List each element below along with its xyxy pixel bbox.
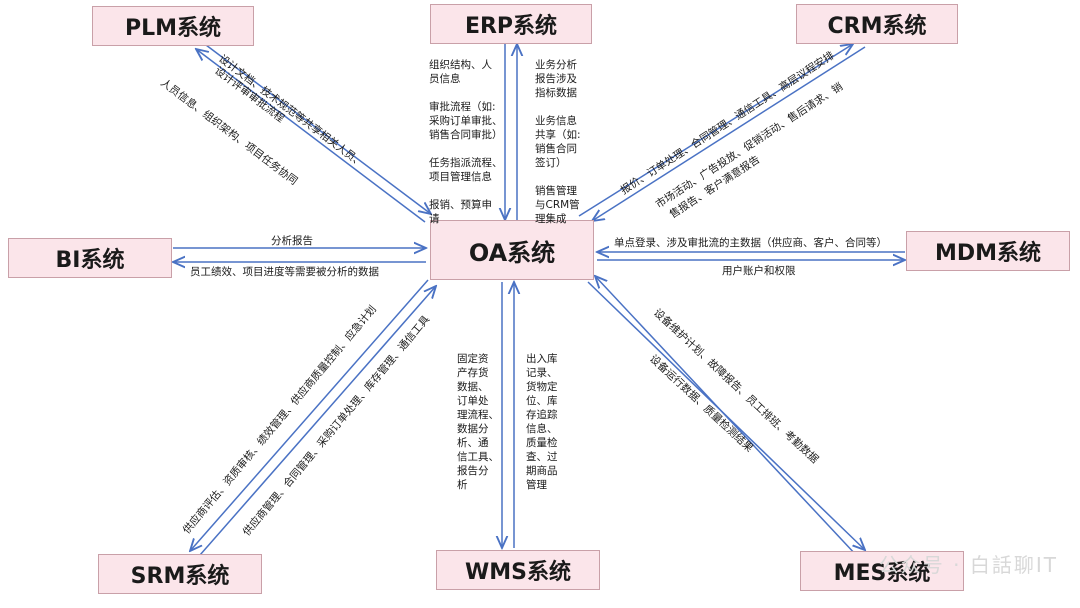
edge-srm-to-oa <box>199 286 436 556</box>
edge-oa-to-srm <box>190 279 429 551</box>
label-bi-report: 分析报告 <box>271 235 313 247</box>
node-mes: MES系统 <box>800 551 964 591</box>
label-mdm-users: 用户账户和权限 <box>722 265 796 277</box>
label-wms-left: 固定资 产存货 数据、 订单处 理流程、 数据分 析、通 信工具、 报告分 析 <box>457 353 499 491</box>
node-erp: ERP系统 <box>430 4 592 44</box>
node-wms: WMS系统 <box>436 550 600 590</box>
watermark: 公众号 · 白話聊IT <box>878 553 1058 577</box>
edge-plm-to-oa <box>205 44 431 214</box>
node-bi: BI系统 <box>8 238 172 278</box>
label-erp-left: 组织结构、人 员信息 审批流程（如: 采购订单审批、 销售合同审批） 任务指派流… <box>429 59 503 225</box>
edge-oa-to-crm <box>578 44 853 217</box>
label-wms-right: 出入库 记录、 货物定 位、库 存追踪 信息、 质量检 查、过 期商品 管理 <box>526 353 558 491</box>
node-mdm: MDM系统 <box>906 231 1070 271</box>
label-erp-right: 业务分析 报告涉及 指标数据 业务信息 共享（如: 销售合同 签订） 销售管理 … <box>535 59 581 225</box>
node-srm: SRM系统 <box>98 554 262 594</box>
edge-crm-to-oa <box>592 46 866 221</box>
edge-oa-to-plm <box>196 49 426 223</box>
label-bi-data: 员工绩效、项目进度等需要被分析的数据 <box>190 266 379 278</box>
node-plm: PLM系统 <box>92 6 254 46</box>
node-oa: OA系统 <box>430 220 594 280</box>
node-crm: CRM系统 <box>796 4 958 44</box>
label-mdm-sso: 单点登录、涉及审批流的主数据（供应商、客户、合同等） <box>614 237 887 249</box>
edge-mes-to-oa <box>595 276 858 557</box>
